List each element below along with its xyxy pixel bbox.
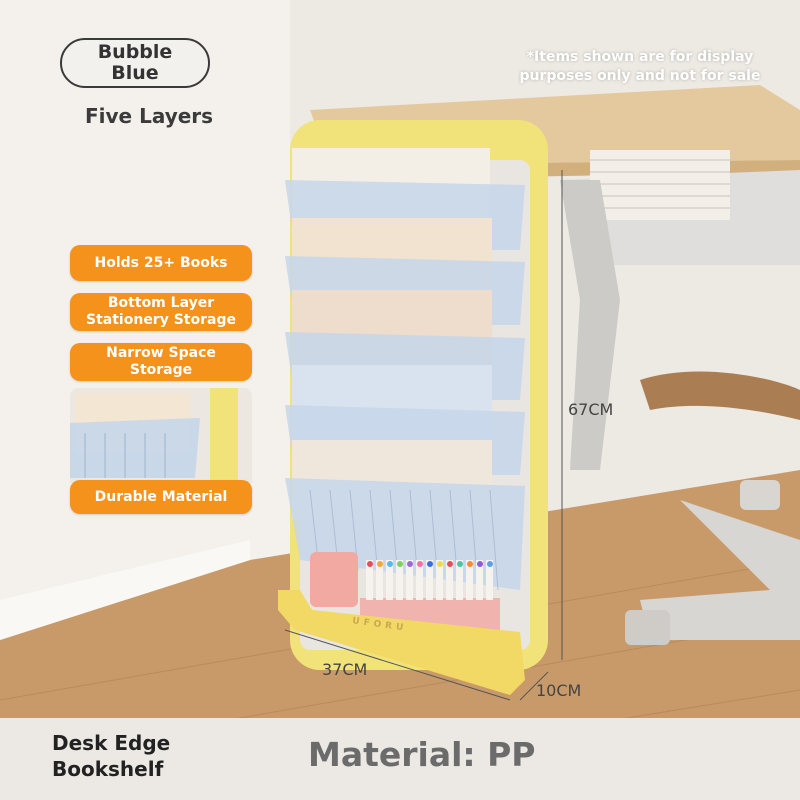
markers	[366, 560, 493, 600]
feature-holds-books: Holds 25+ Books	[70, 245, 252, 281]
desk-books-lines	[590, 159, 730, 209]
material-closeup	[70, 388, 252, 483]
bottom-tray	[278, 590, 525, 695]
dimension-lines	[284, 170, 563, 701]
depth-dimension: 10CM	[536, 681, 582, 700]
material-label: Material: PP	[308, 735, 536, 774]
width-dimension: 37CM	[322, 660, 368, 679]
layers-label: Five Layers	[85, 104, 214, 128]
product-name: Desk Edge Bookshelf	[52, 731, 171, 781]
color-variant-pill: Bubble Blue	[60, 38, 210, 88]
feature-bottom-layer-storage: Bottom Layer Stationery Storage	[70, 293, 252, 331]
desk-foot	[740, 480, 780, 510]
feature-durable-material: Durable Material	[70, 480, 252, 514]
shelf-contents	[285, 148, 525, 590]
desk-leg	[560, 180, 620, 470]
chair-seat	[640, 371, 800, 420]
feature-narrow-space: Narrow Space Storage	[70, 343, 252, 381]
pencil-sharpener	[310, 552, 358, 607]
height-dimension: 67CM	[568, 400, 614, 419]
chair-base	[640, 500, 800, 640]
baseboard	[0, 540, 250, 640]
material-detail-inset	[70, 388, 252, 483]
display-disclaimer: *Items shown are for display purposes on…	[519, 49, 761, 84]
chair-foot	[625, 610, 670, 645]
bottom-info-bar	[0, 718, 800, 800]
